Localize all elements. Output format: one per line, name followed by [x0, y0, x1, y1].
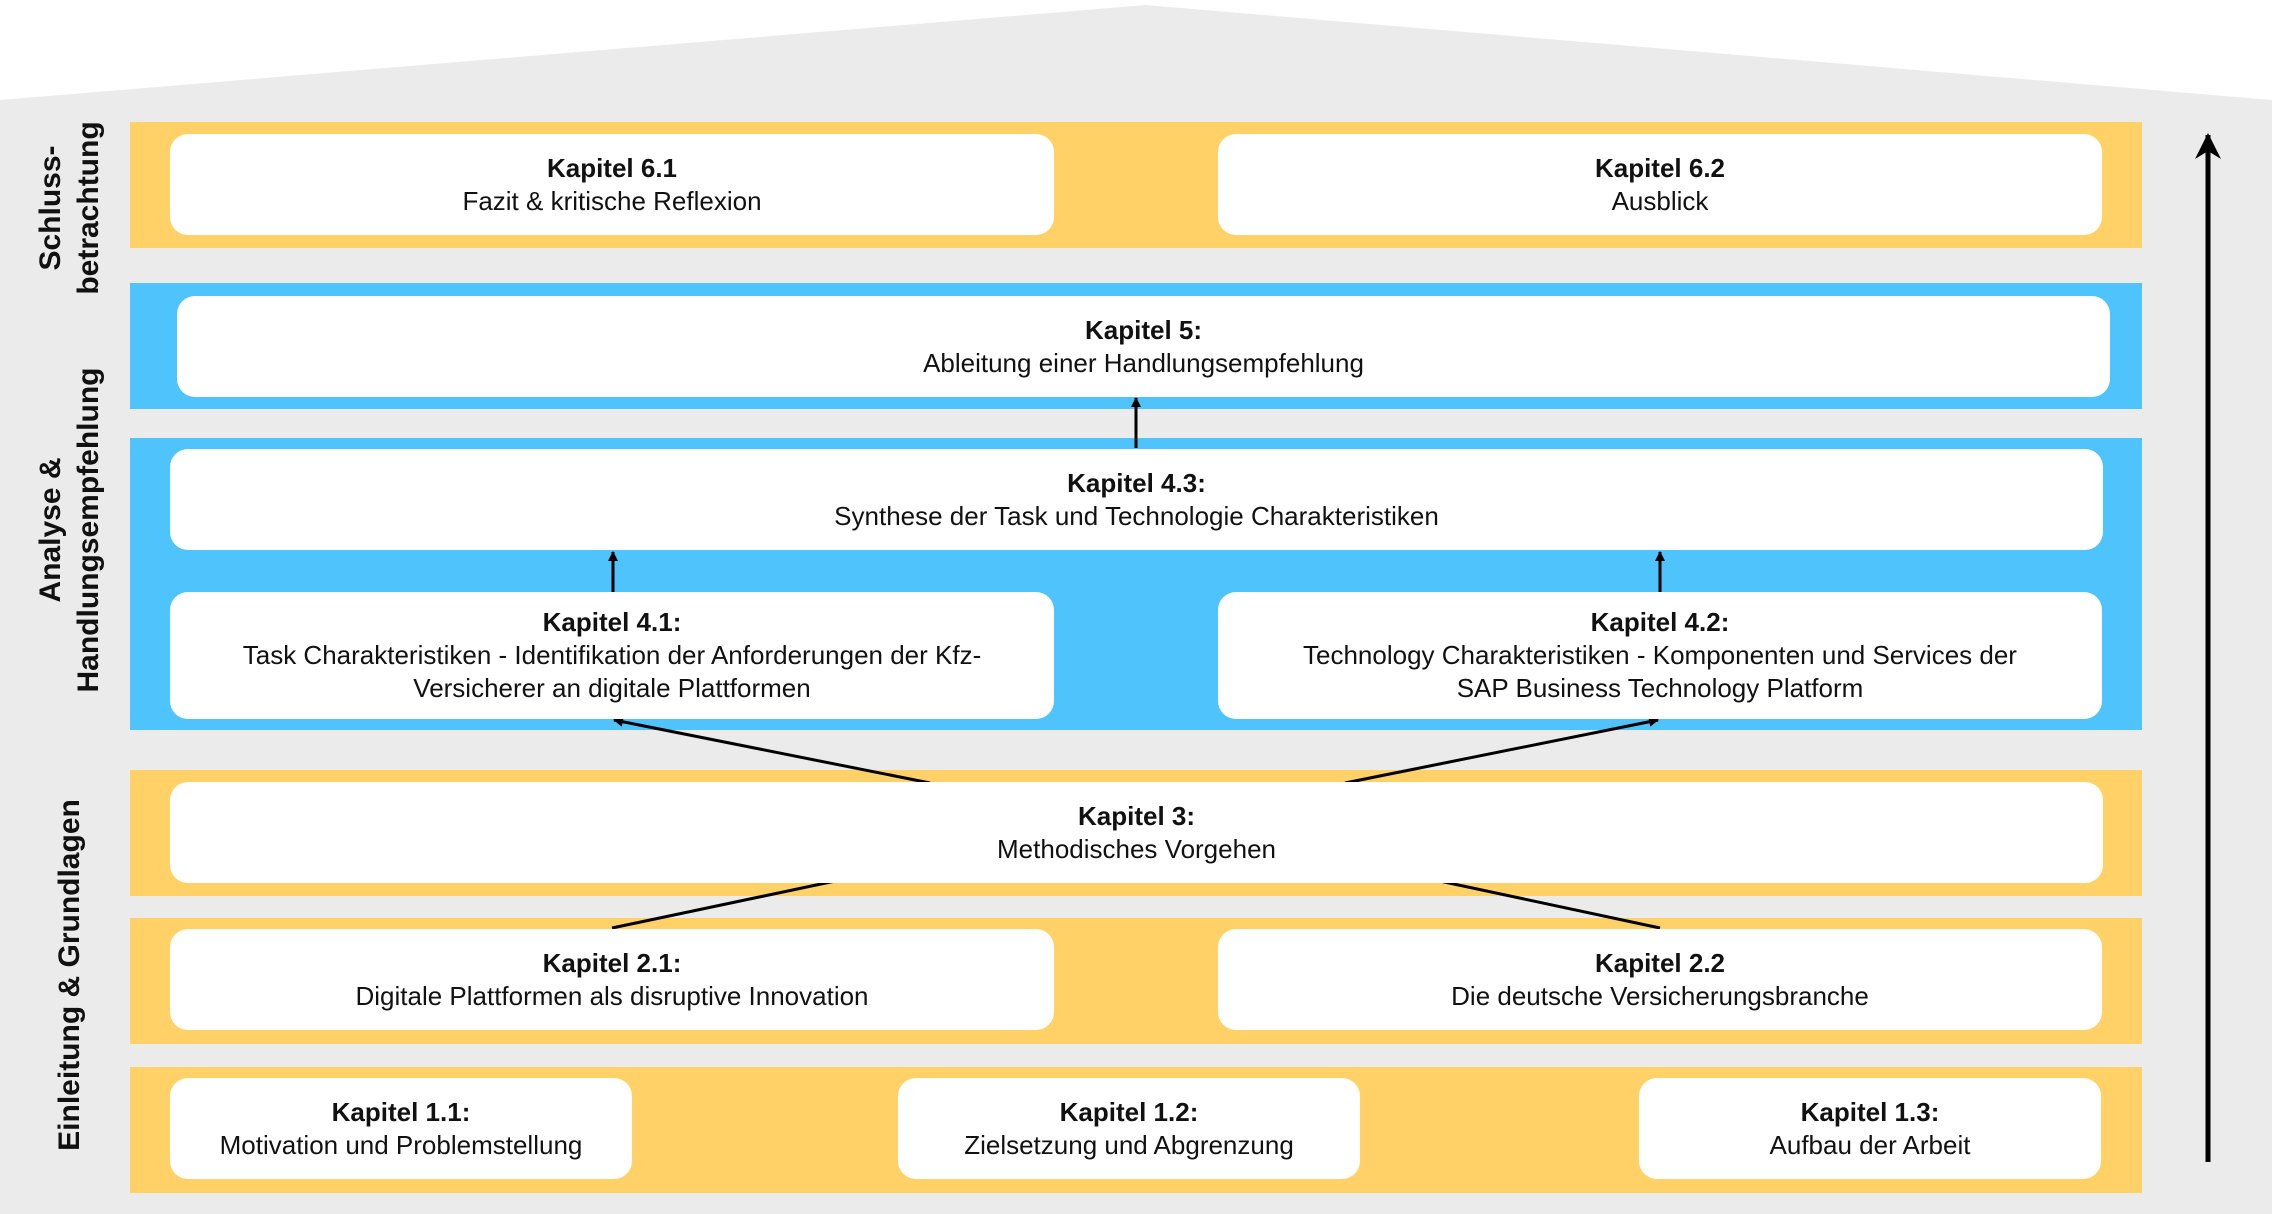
chapter-3-box: Kapitel 3: Methodisches Vorgehen [170, 782, 2103, 883]
chapter-1-1-title: Kapitel 1.1: [331, 1096, 471, 1127]
chapter-6-2-box: Kapitel 6.2 Ausblick [1218, 134, 2102, 235]
chapter-3-title: Kapitel 3: [1077, 800, 1196, 831]
chapter-6-2-text: Ausblick [1611, 185, 1709, 216]
chapter-4-2-text: Technology Charakteristiken - Komponente… [1303, 640, 2017, 703]
chapter-2-2-text: Die deutsche Versicherungsbranche [1451, 980, 1869, 1011]
chapter-1-3-text: Aufbau der Arbeit [1769, 1129, 1971, 1160]
section-label-conclusion: Schluss- betrachtung [34, 121, 105, 295]
chapter-4-3-text: Synthese der Task und Technologie Charak… [834, 500, 1439, 531]
chapter-6-1-box: Kapitel 6.1 Fazit & kritische Reflexion [170, 134, 1054, 235]
chapter-2-1-title: Kapitel 2.1: [542, 947, 682, 978]
chapter-1-1-text: Motivation und Problemstellung [219, 1129, 583, 1160]
chapter-1-3-box: Kapitel 1.3: Aufbau der Arbeit [1639, 1078, 2101, 1179]
chapter-5-title: Kapitel 5: [1084, 314, 1203, 345]
chapter-4-3-box: Kapitel 4.3: Synthese der Task und Techn… [170, 449, 2103, 550]
chapter-4-2-box: Kapitel 4.2: Technology Charakteristiken… [1218, 592, 2102, 719]
chapter-4-2-title: Kapitel 4.2: [1590, 607, 1730, 637]
chapter-3-text: Methodisches Vorgehen [997, 833, 1276, 864]
chapter-6-1-text: Fazit & kritische Reflexion [462, 185, 762, 216]
chapter-2-1-text: Digitale Plattformen als disruptive Inno… [355, 980, 869, 1011]
chapter-1-2-text: Zielsetzung und Abgrenzung [964, 1129, 1294, 1160]
chapter-1-1-box: Kapitel 1.1: Motivation und Problemstell… [170, 1078, 632, 1179]
chapter-2-2-box: Kapitel 2.2 Die deutsche Versicherungsbr… [1218, 929, 2102, 1030]
chapter-4-1-text: Task Charakteristiken - Identifikation d… [242, 640, 982, 703]
chapter-4-1-box: Kapitel 4.1: Task Charakteristiken - Ide… [170, 592, 1054, 719]
chapter-5-box: Kapitel 5: Ableitung einer Handlungsempf… [177, 296, 2110, 397]
chapter-5-text: Ableitung einer Handlungsempfehlung [923, 347, 1364, 378]
chapter-4-1-title: Kapitel 4.1: [542, 607, 682, 637]
section-label-intro: Einleitung & Grundlagen [53, 799, 86, 1151]
chapter-1-2-title: Kapitel 1.2: [1059, 1096, 1199, 1127]
chapter-1-3-title: Kapitel 1.3: [1800, 1096, 1940, 1127]
chapter-4-3-title: Kapitel 4.3: [1067, 467, 1206, 498]
chapter-6-1-title: Kapitel 6.1 [546, 152, 678, 183]
chapter-2-2-title: Kapitel 2.2 [1594, 947, 1726, 978]
section-label-analysis: Analyse & Handlungsempfehlung [34, 367, 105, 693]
chapter-1-2-box: Kapitel 1.2: Zielsetzung und Abgrenzung [898, 1078, 1360, 1179]
chapter-6-2-title: Kapitel 6.2 [1594, 152, 1726, 183]
chapter-2-1-box: Kapitel 2.1: Digitale Plattformen als di… [170, 929, 1054, 1030]
